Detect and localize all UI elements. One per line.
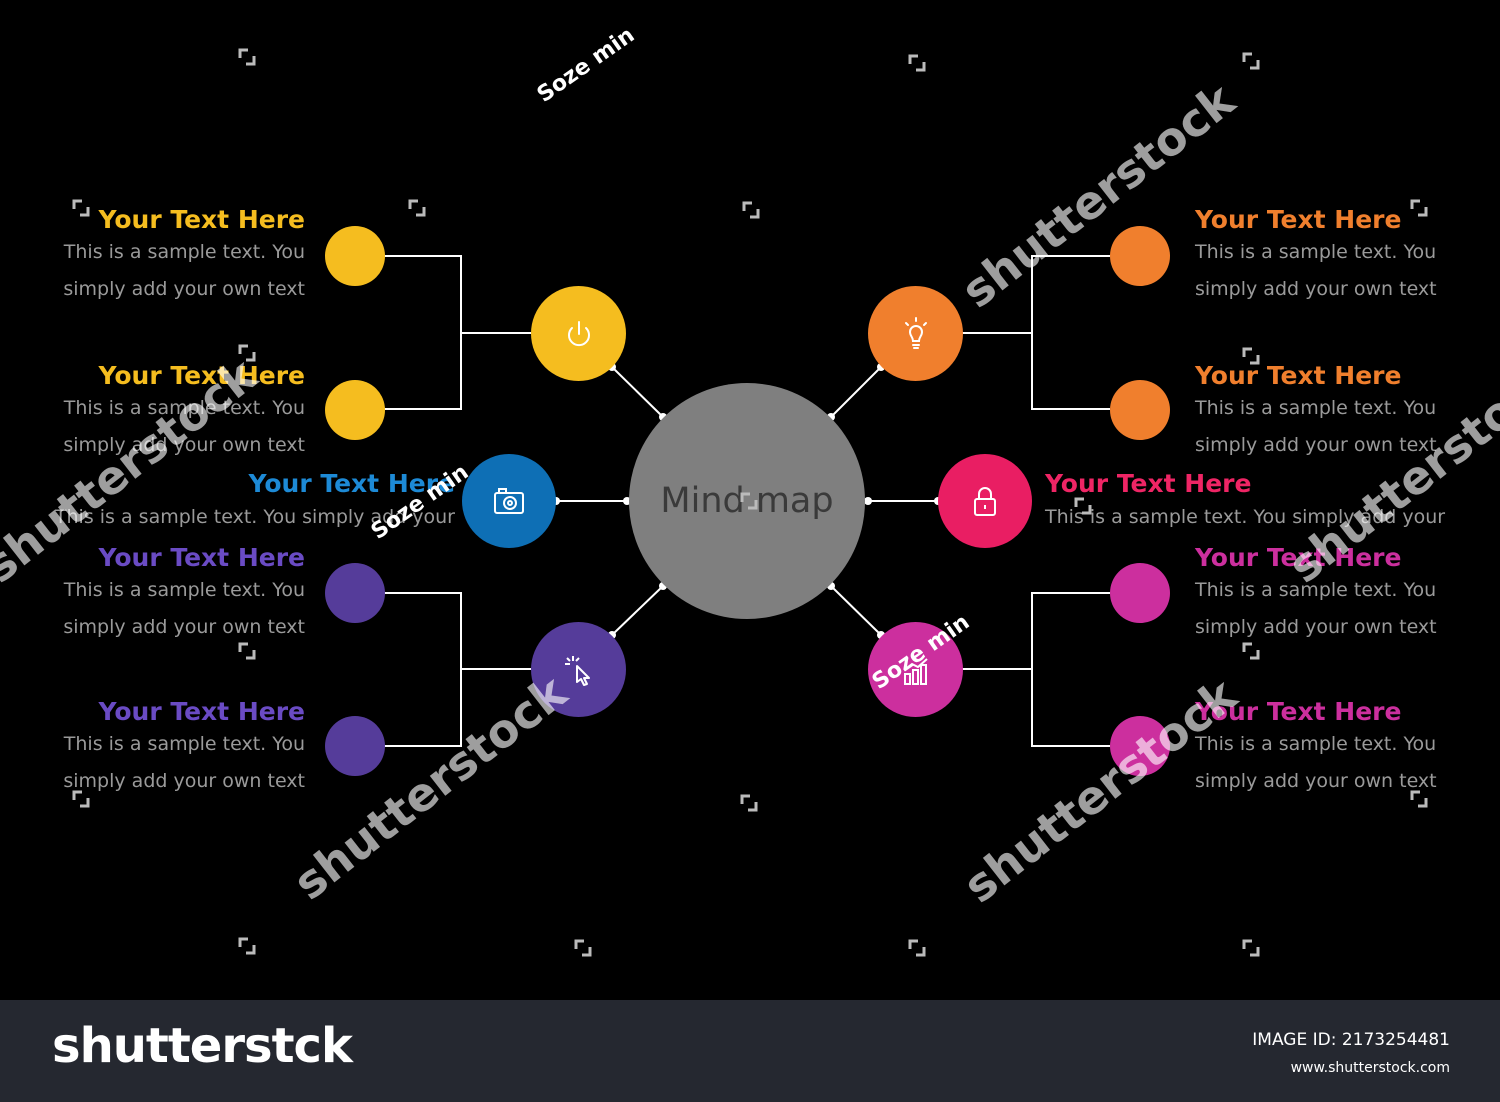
leaf-title: Your Text Here [1195, 361, 1402, 390]
leaf-text-line: simply add your own text [1195, 616, 1437, 638]
lightbulb-icon [904, 316, 927, 349]
watermark-mark-icon [742, 201, 760, 219]
leaf-node-bottom-left-1 [325, 563, 385, 623]
leaf-text-line: This is a sample text. You [1195, 241, 1437, 263]
leaf-node-top-right-1 [1110, 226, 1170, 286]
watermark-mark-icon [908, 54, 926, 72]
leaf-title: Your Text Here [98, 361, 305, 390]
watermark-mark-icon [72, 790, 90, 808]
hub-bottom-right [868, 622, 963, 717]
watermark-mark-icon [908, 939, 926, 957]
camera-icon [494, 488, 524, 514]
leaf-text-line: This is a sample text. You [1195, 397, 1437, 419]
hub-text-line: This is a sample text. You simply add yo… [54, 506, 455, 528]
watermark-mark-icon [238, 48, 256, 66]
watermark-mark-icon [1242, 52, 1260, 70]
shutterstock-logo: shutterstck [52, 1018, 353, 1074]
center-label: Mind map [660, 481, 834, 521]
watermark-mark-icon [1242, 939, 1260, 957]
hub-title: Your Text Here [1045, 469, 1252, 498]
watermark-mark-icon [238, 642, 256, 660]
leaf-text-line: This is a sample text. You [63, 579, 305, 601]
watermark-mark-icon [574, 939, 592, 957]
bar-chart-icon [902, 657, 928, 685]
cursor-click-icon [564, 655, 590, 686]
leaf-text-line: simply add your own text [1195, 278, 1437, 300]
leaf-text-line: simply add your own text [63, 434, 305, 456]
watermark-mark-icon [740, 794, 758, 812]
leaf-node-bottom-right-1 [1110, 563, 1170, 623]
leaf-text-line: simply add your own text [63, 770, 305, 792]
watermark-mark-icon [238, 937, 256, 955]
watermark-mark-icon [238, 344, 256, 362]
hub-top-left [531, 286, 626, 381]
lock-icon [974, 487, 996, 516]
leaf-title: Your Text Here [1195, 205, 1402, 234]
hub-top-right [868, 286, 963, 381]
center-node: Mind map [629, 383, 865, 619]
hub-mid-right [938, 454, 1032, 548]
leaf-title: Your Text Here [98, 205, 305, 234]
image-id: IMAGE ID: 2173254481 [1252, 1030, 1450, 1050]
connector-lines [384, 255, 1110, 747]
watermark-mark-icon [740, 492, 758, 510]
hub-text-line: This is a sample text. You simply add yo… [1045, 506, 1446, 528]
footer-bar: shutterstck IMAGE ID: 2173254481 www.shu… [0, 1000, 1500, 1102]
watermark-mark-icon [72, 199, 90, 217]
watermark-mark-icon [1242, 347, 1260, 365]
watermark-mark-icon [1242, 642, 1260, 660]
leaf-text-line: simply add your own text [1195, 770, 1437, 792]
leaf-text-line: simply add your own text [63, 616, 305, 638]
leaf-text-line: simply add your own text [63, 278, 305, 300]
leaf-node-top-left-2 [325, 380, 385, 440]
leaf-text-line: This is a sample text. You [63, 241, 305, 263]
leaf-title: Your Text Here [98, 697, 305, 726]
leaf-text-line: This is a sample text. You [1195, 579, 1437, 601]
leaf-text-line: simply add your own text [1195, 434, 1437, 456]
leaf-node-top-left-1 [325, 226, 385, 286]
leaf-node-bottom-right-2 [1110, 716, 1170, 776]
watermark-mark-icon [1074, 497, 1092, 515]
leaf-text-line: This is a sample text. You [1195, 733, 1437, 755]
watermark-mark-icon [1410, 199, 1428, 217]
watermark-mark-icon [1410, 790, 1428, 808]
site-url: www.shutterstock.com [1290, 1060, 1450, 1076]
power-icon [567, 320, 590, 346]
leaf-title: Your Text Here [1195, 543, 1402, 572]
leaf-node-top-right-2 [1110, 380, 1170, 440]
mind-map-diagram: Mind map [0, 22, 1500, 957]
hub-mid-left [462, 454, 556, 548]
leaf-title: Your Text Here [98, 543, 305, 572]
hub-bottom-left [531, 622, 626, 717]
leaf-text-line: This is a sample text. You [63, 397, 305, 419]
hub-title: Your Text Here [248, 469, 455, 498]
leaf-text-line: This is a sample text. You [63, 733, 305, 755]
watermark-mark-icon [408, 199, 426, 217]
leaf-title: Your Text Here [1195, 697, 1402, 726]
leaf-node-bottom-left-2 [325, 716, 385, 776]
